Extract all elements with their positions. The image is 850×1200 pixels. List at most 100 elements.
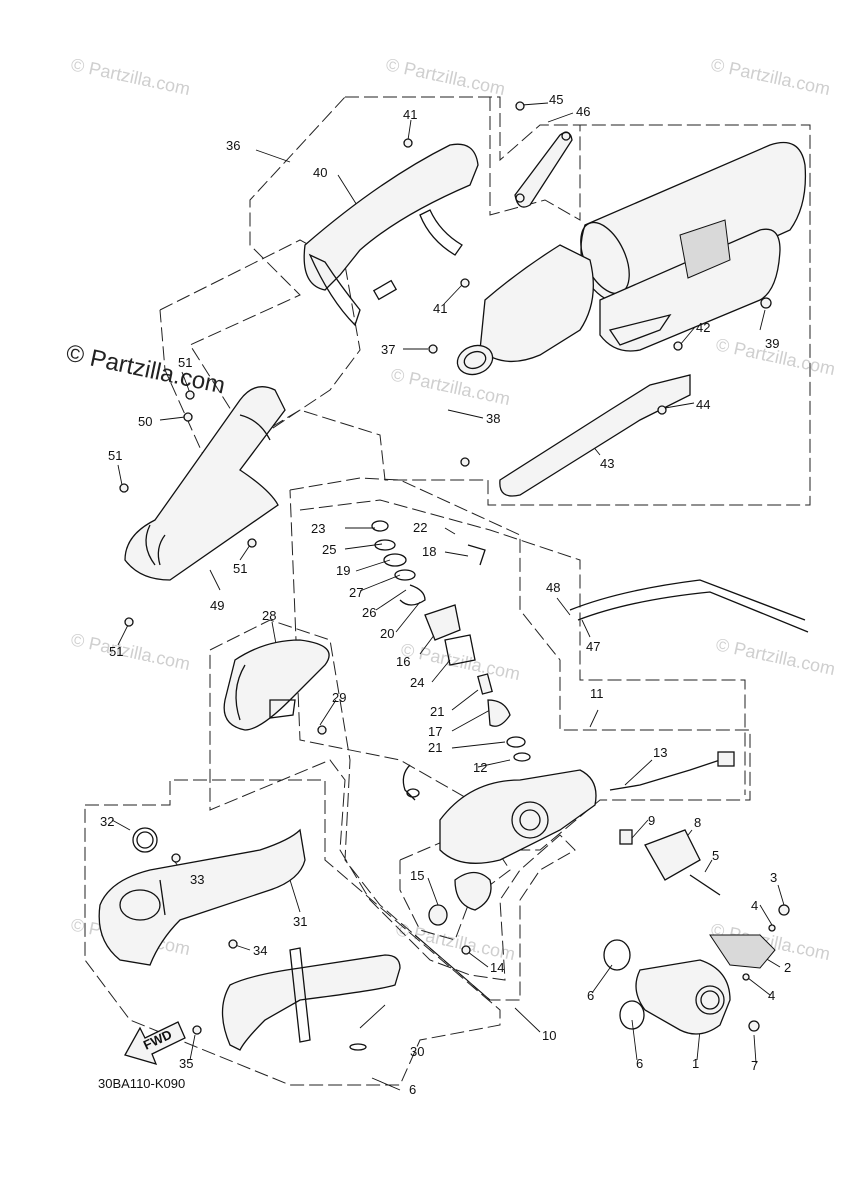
- callout-label: 21: [428, 740, 442, 755]
- callout-label: 33: [190, 872, 204, 887]
- fasteners: [119, 101, 790, 1035]
- callout-label: 8: [694, 815, 701, 830]
- watermark: © Partzilla.com: [389, 364, 512, 409]
- gasket-6: [603, 939, 631, 971]
- callout-label: 27: [349, 585, 363, 600]
- fwd-arrow-shape: [124, 1021, 186, 1065]
- callout-label: 15: [410, 868, 424, 883]
- exhaust-chamber: [603, 829, 776, 1035]
- exhaust-joint: [454, 871, 492, 911]
- brand-watermark: © Partzilla.com: [64, 339, 228, 399]
- callout-label: 6: [409, 1082, 416, 1097]
- callout-label: 43: [600, 456, 614, 471]
- header-heat-shield: [223, 639, 330, 731]
- callout-label: 34: [253, 943, 267, 958]
- callout-label: 51: [178, 355, 192, 370]
- callout-label: 3: [770, 870, 777, 885]
- group-boundary-upper: [489, 97, 581, 221]
- exhaust-pipe-rear: [221, 954, 401, 1051]
- muffler-assembly: [456, 131, 807, 497]
- exhaust-valve-assembly: [371, 520, 809, 926]
- callout-label: 30: [410, 1044, 424, 1059]
- callout-label: 18: [422, 544, 436, 559]
- collector-body: [479, 244, 594, 363]
- group-boundary-28: [209, 619, 576, 1001]
- group-boundary-mid: [289, 477, 751, 851]
- bracket-8: [644, 829, 701, 881]
- callout-label: 35: [179, 1056, 193, 1071]
- heat-shield-upper: [303, 143, 479, 291]
- watermark: © Partzilla.com: [709, 54, 832, 99]
- callout-labels: 1 2 3 4 4 5 6 6 6 7 8 9 10 11 12 13 14 1…: [100, 92, 791, 1097]
- callout-label: 44: [696, 397, 710, 412]
- exhaust-gasket-15: [428, 904, 448, 926]
- callout-label: 28: [262, 608, 276, 623]
- callout-label: 4: [768, 988, 775, 1003]
- callout-label: 19: [336, 563, 350, 578]
- callout-label: 17: [428, 724, 442, 739]
- side-heat-shield: [124, 386, 286, 581]
- watermark: © Partzilla.com: [384, 54, 507, 99]
- callout-label: 46: [576, 104, 590, 119]
- callout-label: 37: [381, 342, 395, 357]
- muffler-canister-lower: [599, 228, 781, 352]
- callout-label: 13: [653, 745, 667, 760]
- exhaust-pipe-front: [98, 827, 306, 966]
- protector-2: [709, 934, 776, 969]
- callout-label: 42: [696, 320, 710, 335]
- callout-label: 31: [293, 914, 307, 929]
- callout-label: 4: [751, 898, 758, 913]
- heat-shield-28: [223, 639, 330, 731]
- callout-label: 10: [542, 1028, 556, 1043]
- callout-label: 9: [648, 813, 655, 828]
- callout-label: 51: [108, 448, 122, 463]
- watermark: © Partzilla.com: [69, 629, 192, 674]
- callout-label: 38: [486, 411, 500, 426]
- callout-label: 41: [433, 301, 447, 316]
- group-boundary-36: [189, 96, 811, 506]
- callout-label: 6: [636, 1056, 643, 1071]
- muffler-heat-plate: [679, 219, 731, 279]
- callout-label: 11: [590, 686, 604, 701]
- callout-label: 39: [765, 336, 779, 351]
- heat-shield-49: [124, 386, 286, 581]
- callout-label: 51: [109, 644, 123, 659]
- watermark: © Partzilla.com: [69, 54, 192, 99]
- callout-label: 51: [233, 561, 247, 576]
- exhaust-pipe-30: [221, 947, 401, 1051]
- callout-label: 20: [380, 626, 394, 641]
- callout-label: 25: [322, 542, 336, 557]
- callout-label: 45: [549, 92, 563, 107]
- group-boundary-11: [299, 499, 746, 795]
- callout-label: 22: [413, 520, 427, 535]
- callout-label: 29: [332, 690, 346, 705]
- callout-label: 36: [226, 138, 240, 153]
- callout-label: 40: [313, 165, 327, 180]
- callout-label: 50: [138, 414, 152, 429]
- callout-label: 47: [586, 639, 600, 654]
- group-boundary-30: [84, 779, 501, 1086]
- callout-label: 1: [692, 1056, 699, 1071]
- exhaust-valve-body: [439, 769, 597, 864]
- muffler-bracket: [499, 374, 691, 497]
- callout-label: 5: [712, 848, 719, 863]
- callout-label: 41: [403, 107, 417, 122]
- heat-shield-40: [303, 143, 479, 327]
- callout-label: 12: [473, 760, 487, 775]
- watermark: © Partzilla.com: [394, 919, 517, 964]
- callout-label: 7: [751, 1058, 758, 1073]
- callout-label: 32: [100, 814, 114, 829]
- exhaust-chamber-1: [635, 959, 731, 1035]
- callout-label: 23: [311, 521, 325, 536]
- callout-label: 48: [546, 580, 560, 595]
- callout-label: 21: [430, 704, 444, 719]
- watermark: © Partzilla.com: [714, 634, 837, 679]
- leader-lines: [111, 102, 785, 1091]
- callout-label: 24: [410, 675, 424, 690]
- callout-label: 26: [362, 605, 376, 620]
- callout-label: 16: [396, 654, 410, 669]
- exhaust-pipe-31: [98, 828, 306, 966]
- callout-label: 49: [210, 598, 224, 613]
- callout-label: 14: [490, 960, 504, 975]
